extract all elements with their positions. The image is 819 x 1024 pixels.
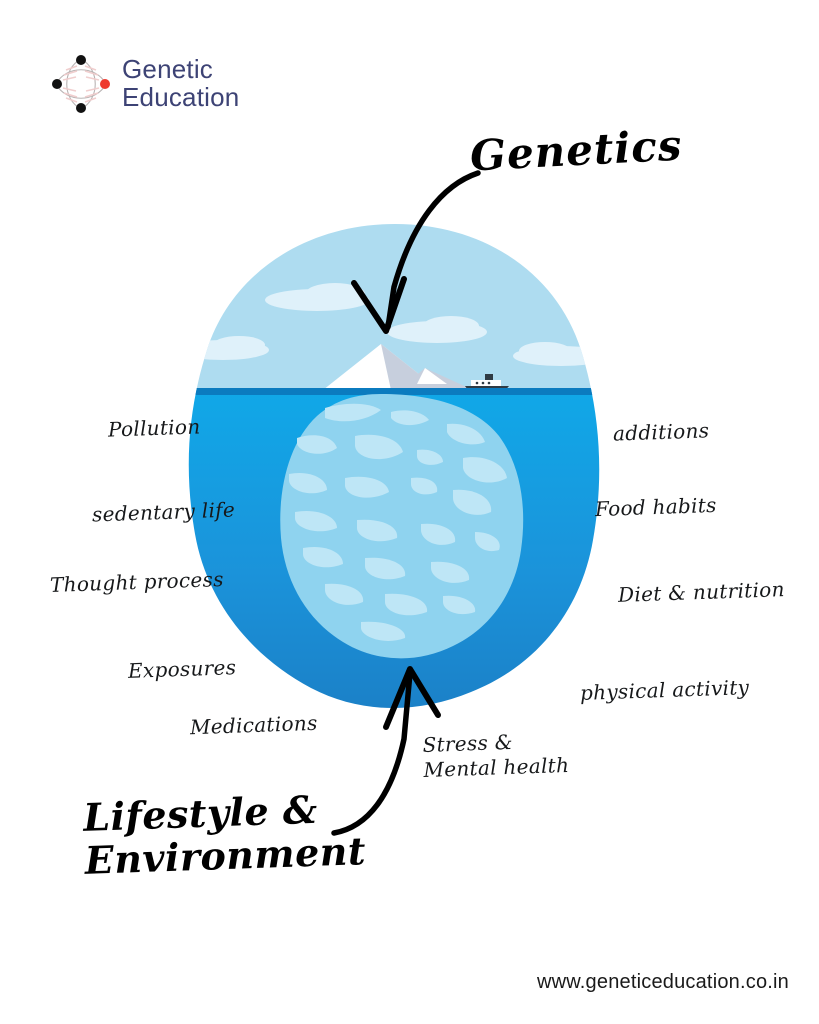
dna-logo-icon	[50, 53, 112, 115]
label-exposures: Exposures	[127, 655, 237, 683]
label-medications: Medications	[189, 710, 318, 740]
iceberg-illustration	[185, 222, 605, 722]
heading-lifestyle-line-2: Environment	[84, 827, 367, 883]
brand-wordmark: Genetic Education	[122, 56, 239, 111]
label-sedentary-life: sedentary life	[91, 497, 236, 527]
label-physical-activity: physical activity	[579, 675, 750, 705]
brand-line-1: Genetic	[122, 54, 214, 85]
heading-genetics: Genetics	[468, 120, 684, 181]
label-diet-nutrition: Diet & nutrition	[617, 577, 786, 607]
brand-logo: Genetic Education	[50, 45, 310, 123]
waterline	[188, 388, 600, 395]
label-food-habits: Food habits	[594, 492, 718, 522]
label-pollution: Pollution	[107, 414, 201, 442]
heading-lifestyle-environment: Lifestyle & Environment	[83, 787, 367, 883]
illustration-blob	[188, 224, 600, 709]
label-stress-mental-health: Stress & Mental health	[422, 729, 570, 782]
iceberg-tip	[323, 344, 473, 390]
brand-line-2: Education	[122, 82, 240, 112]
iceberg-body	[280, 394, 524, 659]
label-additions: additions	[612, 418, 710, 446]
footer-website-url[interactable]: www.geneticeducation.co.in	[536, 971, 789, 993]
iceberg-highlights	[289, 403, 507, 641]
